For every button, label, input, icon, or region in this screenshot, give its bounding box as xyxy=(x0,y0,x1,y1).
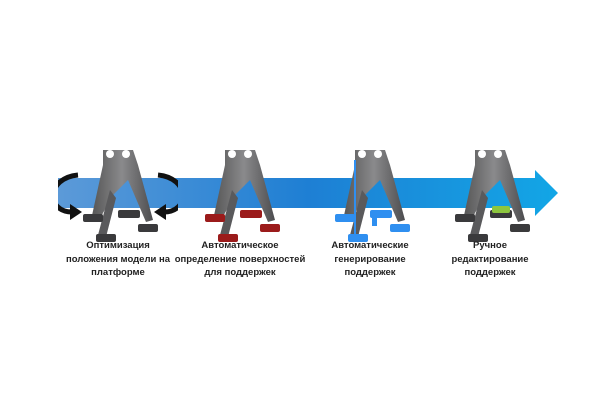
bracket-model xyxy=(205,150,280,242)
step-label-line: Ручное xyxy=(473,240,507,251)
step-label-line: платформе xyxy=(91,267,145,278)
step-4 xyxy=(415,140,565,250)
step-label-line: генерирование xyxy=(334,253,406,265)
step-label-line: поддержек xyxy=(464,267,516,278)
step-label-line: редактирование xyxy=(451,253,529,265)
step-2 xyxy=(165,140,315,250)
step-label-line: поддержек xyxy=(344,267,396,278)
step-label-line: для поддержек xyxy=(204,267,276,278)
step-3 xyxy=(295,140,445,250)
step-label: Автоматическое определение поверхностей дл… xyxy=(165,239,315,280)
step-label-line: положения модели на xyxy=(66,253,170,265)
step-label: Оптимизация положения модели на платформе xyxy=(43,239,193,280)
step-label: Ручное редактирование поддержек xyxy=(415,239,565,280)
step-label-line: Автоматические xyxy=(331,240,409,251)
step-label-line: определение поверхностей xyxy=(174,253,306,265)
bracket-model xyxy=(455,150,530,242)
step-label-line: Автоматическое xyxy=(201,240,279,251)
step-1 xyxy=(43,140,193,250)
step-label: Автоматические генерирование поддержек xyxy=(295,239,445,280)
rotate-arrows-icon xyxy=(58,172,178,215)
step-label-line: Оптимизация xyxy=(86,240,150,251)
bracket-model xyxy=(335,150,410,242)
bracket-model xyxy=(58,150,178,242)
